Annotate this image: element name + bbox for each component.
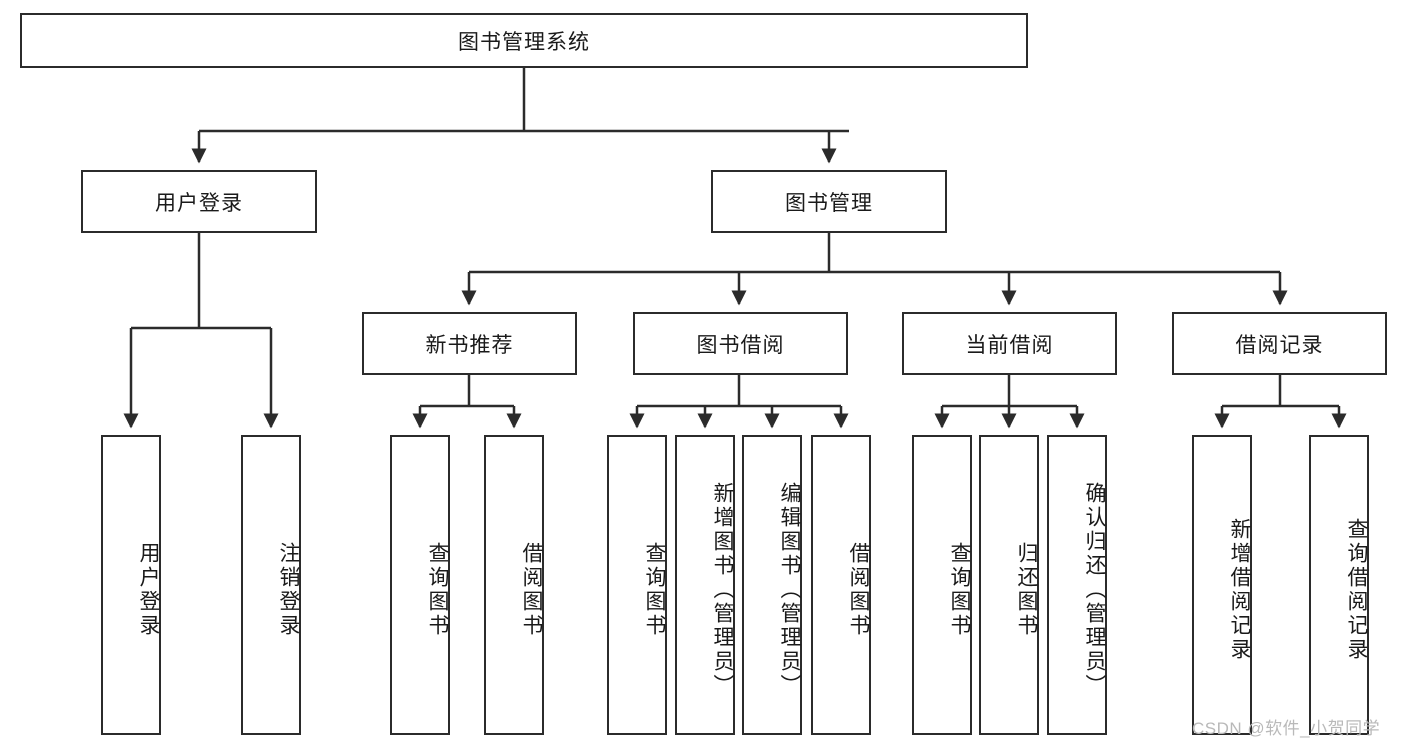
leaf-confirm-return-admin[interactable]: 确认归还（管理员） (1047, 435, 1107, 735)
leaf-add-book-admin[interactable]: 新增图书（管理员） (675, 435, 735, 735)
leaf-query-borrow-record[interactable]: 查询借阅记录 (1309, 435, 1369, 735)
leaf-user-login[interactable]: 用户登录 (101, 435, 161, 735)
node-book-borrow-label: 图书借阅 (696, 333, 785, 357)
node-borrow-records-label: 借阅记录 (1235, 333, 1324, 357)
leaf-add-borrow-record[interactable]: 新增借阅记录 (1192, 435, 1252, 735)
node-new-book-recommend[interactable]: 新书推荐 (362, 312, 577, 375)
node-current-borrow[interactable]: 当前借阅 (902, 312, 1117, 375)
leaf-logout[interactable]: 注销登录 (241, 435, 301, 735)
node-current-borrow-label: 当前借阅 (965, 333, 1054, 357)
leaf-label: 新增借阅记录 (1228, 518, 1251, 662)
leaf-borrow-books-newbook[interactable]: 借阅图书 (484, 435, 544, 735)
node-new-book-recommend-label: 新书推荐 (425, 333, 514, 357)
leaf-label: 确认归还（管理员） (1083, 482, 1106, 698)
leaf-label: 查询图书 (948, 542, 971, 638)
node-root[interactable]: 图书管理系统 (20, 13, 1028, 68)
leaf-query-books-borrow[interactable]: 查询图书 (607, 435, 667, 735)
leaf-label: 新增图书（管理员） (711, 482, 734, 698)
leaf-label: 编辑图书（管理员） (778, 482, 801, 698)
leaf-query-books-current[interactable]: 查询图书 (912, 435, 972, 735)
leaf-label: 查询图书 (426, 542, 449, 638)
leaf-label: 借阅图书 (847, 542, 870, 638)
leaf-label: 注销登录 (277, 542, 300, 638)
node-book-borrow[interactable]: 图书借阅 (633, 312, 848, 375)
node-user-login[interactable]: 用户登录 (81, 170, 317, 233)
node-borrow-records[interactable]: 借阅记录 (1172, 312, 1387, 375)
leaf-label: 查询图书 (643, 542, 666, 638)
node-book-management-label: 图书管理 (785, 191, 873, 215)
leaf-label: 归还图书 (1015, 542, 1038, 638)
watermark: CSDN @软件_小贺同学 (1192, 719, 1381, 738)
node-root-label: 图书管理系统 (458, 30, 590, 54)
leaf-query-books-newbook[interactable]: 查询图书 (390, 435, 450, 735)
node-user-login-label: 用户登录 (155, 191, 243, 215)
leaf-borrow-books-borrow[interactable]: 借阅图书 (811, 435, 871, 735)
node-book-management[interactable]: 图书管理 (711, 170, 947, 233)
leaf-return-books[interactable]: 归还图书 (979, 435, 1039, 735)
leaf-label: 借阅图书 (520, 542, 543, 638)
leaf-edit-book-admin[interactable]: 编辑图书（管理员） (742, 435, 802, 735)
leaf-label: 用户登录 (137, 542, 160, 638)
leaf-label: 查询借阅记录 (1345, 518, 1368, 662)
